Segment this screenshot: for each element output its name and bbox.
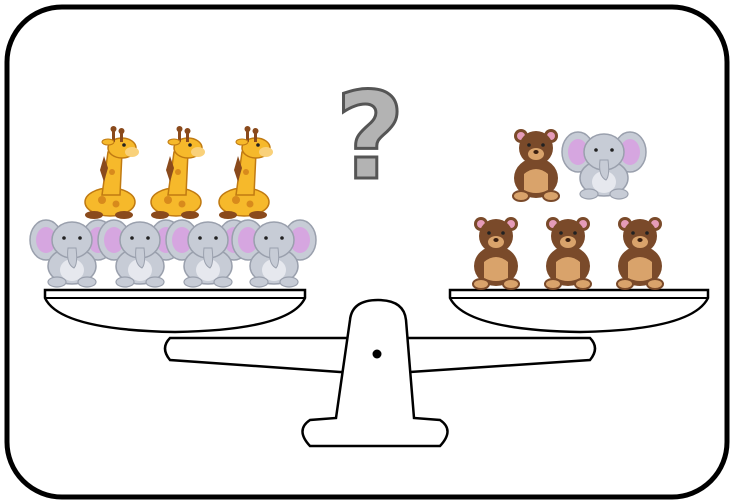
bear-icon bbox=[617, 217, 663, 289]
pivot-dot bbox=[373, 350, 382, 359]
bear-icon bbox=[473, 217, 519, 289]
question-mark-icon: ? bbox=[335, 68, 405, 207]
bear-icon bbox=[513, 129, 559, 201]
bear-icon bbox=[545, 217, 591, 289]
